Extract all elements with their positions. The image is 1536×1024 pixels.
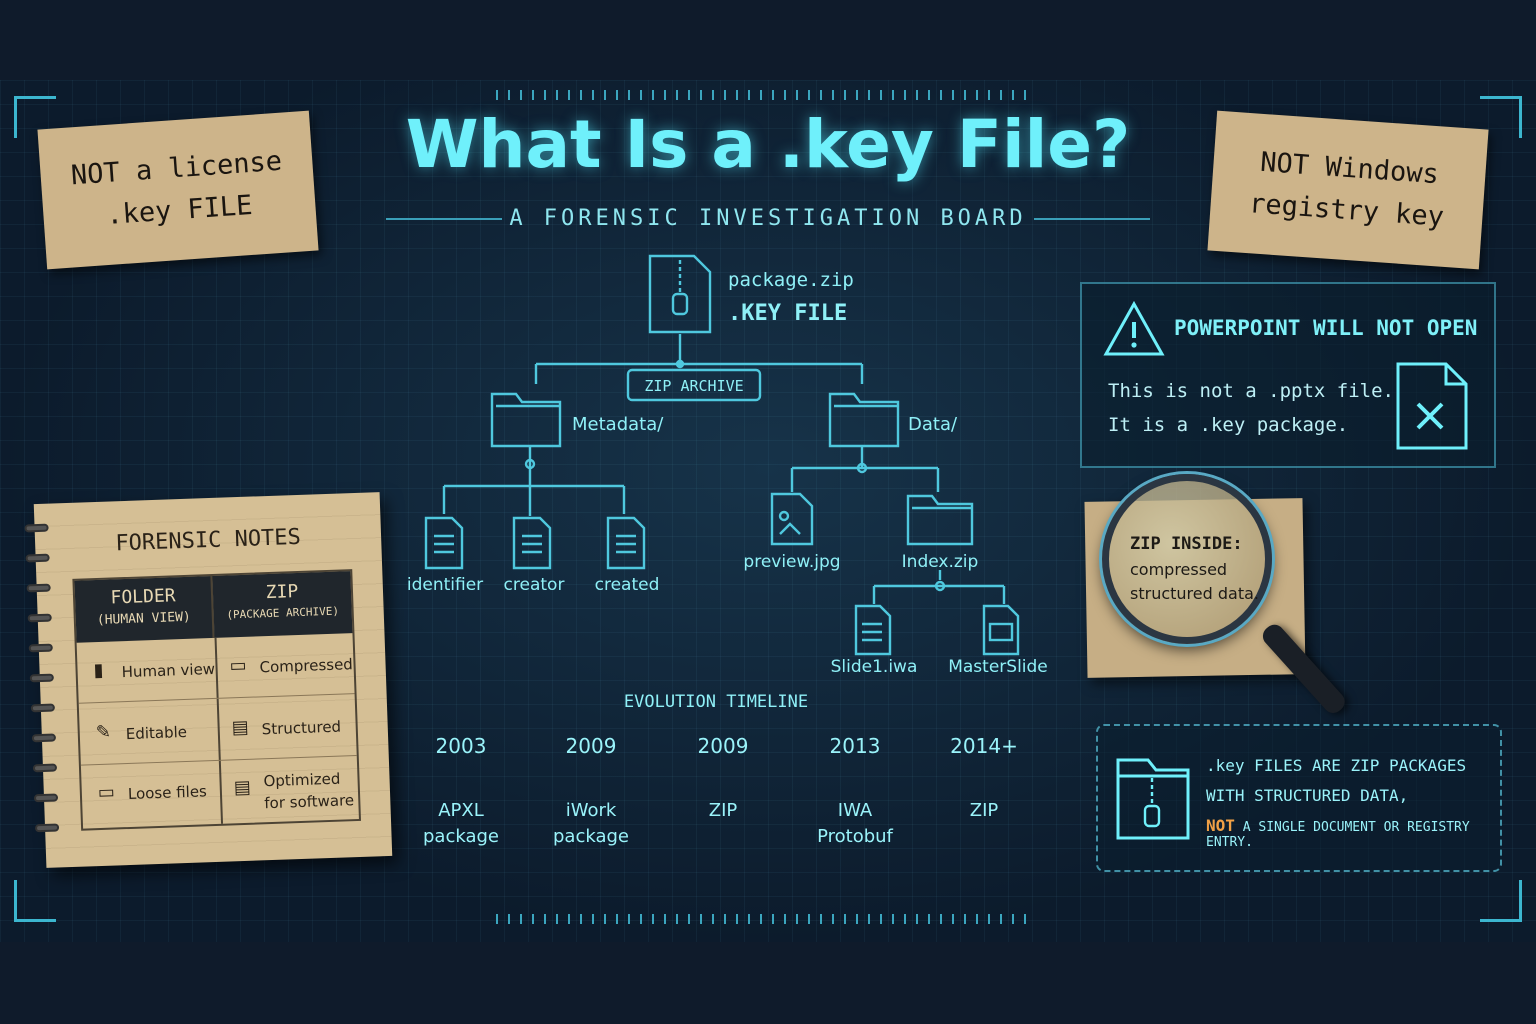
created-file-icon xyxy=(606,516,646,570)
loose-file-icon: ▭ xyxy=(97,781,116,804)
created-label: created xyxy=(595,575,660,595)
edit-icon: ✎ xyxy=(95,721,112,744)
corner-bracket-top-right xyxy=(1480,96,1522,138)
warning-line-1: This is not a .pptx file. xyxy=(1108,380,1394,402)
summary-line-3-rest: A SINGLE DOCUMENT OR REGISTRY ENTRY. xyxy=(1206,820,1470,850)
zip-row-3: Optimized for software xyxy=(263,769,355,813)
broken-file-icon xyxy=(1396,362,1468,450)
zip-column-subtitle: (PACKAGE ARCHIVE) xyxy=(226,604,340,622)
timeline-year: 2014+ xyxy=(950,734,1018,758)
zip-file-icon xyxy=(648,254,712,334)
folder-outline-icon: ▭ xyxy=(229,654,247,677)
folder-row-2: Editable xyxy=(125,722,188,744)
notebook-ring xyxy=(33,793,59,803)
zip-column-title: ZIP xyxy=(265,580,299,604)
tag-not-registry: NOT Windows registry key xyxy=(1207,110,1489,270)
notebook-ring xyxy=(24,523,49,533)
notebook-ring xyxy=(28,643,53,653)
notes-title: FORENSIC NOTES xyxy=(115,524,302,557)
index-label: Index.zip xyxy=(902,552,979,572)
notebook-ring xyxy=(29,673,54,683)
notebook-ring xyxy=(31,733,57,743)
notebook-ring xyxy=(34,823,60,833)
summary-panel: .key FILES ARE ZIP PACKAGES WITH STRUCTU… xyxy=(1096,724,1502,872)
page-title: What Is a .key File? xyxy=(405,106,1131,183)
timeline-title: EVOLUTION TIMELINE xyxy=(623,692,809,712)
slide1-label: Slide1.iwa xyxy=(831,657,918,677)
folder-column-header: FOLDER (HUMAN VIEW) xyxy=(74,575,215,643)
root-file-name: package.zip xyxy=(728,269,854,291)
zip-row-1: Compressed xyxy=(259,655,354,677)
slide1-file-icon xyxy=(854,604,892,656)
magnifier-line-1: compressed xyxy=(1130,560,1228,579)
subtitle-rule-right xyxy=(1034,218,1150,220)
notebook-ring xyxy=(26,583,51,593)
warning-triangle-icon xyxy=(1103,300,1165,356)
timeline-label: IWA Protobuf xyxy=(817,800,893,847)
top-tick-ruler xyxy=(496,90,1036,100)
summary-line-2: WITH STRUCTURED DATA, xyxy=(1206,786,1409,805)
masterslide-label: MasterSlide xyxy=(948,657,1048,677)
creator-file-icon xyxy=(512,516,552,570)
timeline-label: iWork package xyxy=(553,800,629,847)
column-divider xyxy=(214,637,224,824)
corner-bracket-bottom-right xyxy=(1480,880,1522,922)
data-folder-label: Data/ xyxy=(908,414,958,435)
magnifier-title: ZIP INSIDE: xyxy=(1130,534,1243,554)
timeline-label: ZIP xyxy=(708,800,738,821)
file-tree-diagram: package.zip .KEY FILE ZIP ARCHIVE Metada… xyxy=(407,254,1048,677)
document-icon: ▤ xyxy=(231,716,250,739)
preview-image-icon xyxy=(770,492,814,546)
identifier-label: identifier xyxy=(407,575,483,595)
masterslide-file-icon xyxy=(982,604,1020,656)
magnifying-glass-icon xyxy=(1102,474,1272,644)
warning-line-2: It is a .key package. xyxy=(1108,414,1349,436)
timeline-year: 2003 xyxy=(435,734,487,758)
timeline-label: ZIP xyxy=(969,800,999,821)
timeline-year: 2013 xyxy=(829,734,881,758)
metadata-folder-icon xyxy=(490,392,562,448)
corner-bracket-bottom-left xyxy=(14,880,56,922)
zip-folder-icon xyxy=(1116,758,1190,840)
index-folder-icon xyxy=(906,494,974,546)
magnifier-line-2: structured data. xyxy=(1130,584,1259,603)
root-file-type: .KEY FILE xyxy=(728,301,847,326)
corner-bracket-top-left xyxy=(14,96,56,138)
forensic-notes-notebook: FORENSIC NOTES FOLDER (HUMAN VIEW) ZIP (… xyxy=(24,492,393,868)
powerpoint-warning-panel: POWERPOINT WILL NOT OPEN This is not a .… xyxy=(1080,282,1496,468)
summary-line-3: NOT A SINGLE DOCUMENT OR REGISTRY ENTRY. xyxy=(1206,816,1500,850)
folder-row-1: Human view xyxy=(121,659,216,682)
data-folder-icon xyxy=(828,392,900,448)
identifier-file-icon xyxy=(424,516,464,570)
metadata-folder-label: Metadata/ xyxy=(572,414,664,435)
page-subtitle: A FORENSIC INVESTIGATION BOARD xyxy=(509,206,1027,231)
zip-row-2: Structured xyxy=(261,717,342,739)
bottom-tick-ruler xyxy=(496,914,1036,924)
zip-archive-label-box xyxy=(626,368,762,402)
notebook-ring xyxy=(27,613,52,623)
timeline-label: APXL package xyxy=(423,800,499,847)
zip-column-header: ZIP (PACKAGE ARCHIVE) xyxy=(212,571,353,638)
folder-column-title: FOLDER xyxy=(110,585,176,609)
folder-column-subtitle: (HUMAN VIEW) xyxy=(96,609,192,629)
timeline-year: 2009 xyxy=(697,734,749,758)
warning-title: POWERPOINT WILL NOT OPEN xyxy=(1174,316,1478,340)
subtitle-rule-left xyxy=(386,218,502,220)
investigation-board: What Is a .key File? A FORENSIC INVESTIG… xyxy=(0,80,1536,942)
preview-label: preview.jpg xyxy=(743,552,840,572)
timeline-year: 2009 xyxy=(565,734,617,758)
summary-line-1: .key FILES ARE ZIP PACKAGES xyxy=(1206,756,1467,775)
zipper-icon: ▮ xyxy=(93,659,104,682)
summary-not-word: NOT xyxy=(1206,816,1235,835)
zip-archive-label: ZIP ARCHIVE xyxy=(644,377,743,395)
folder-row-3: Loose files xyxy=(127,782,208,804)
notebook-ring xyxy=(32,763,58,773)
optimized-file-icon: ▤ xyxy=(233,776,252,799)
creator-label: creator xyxy=(504,575,565,595)
